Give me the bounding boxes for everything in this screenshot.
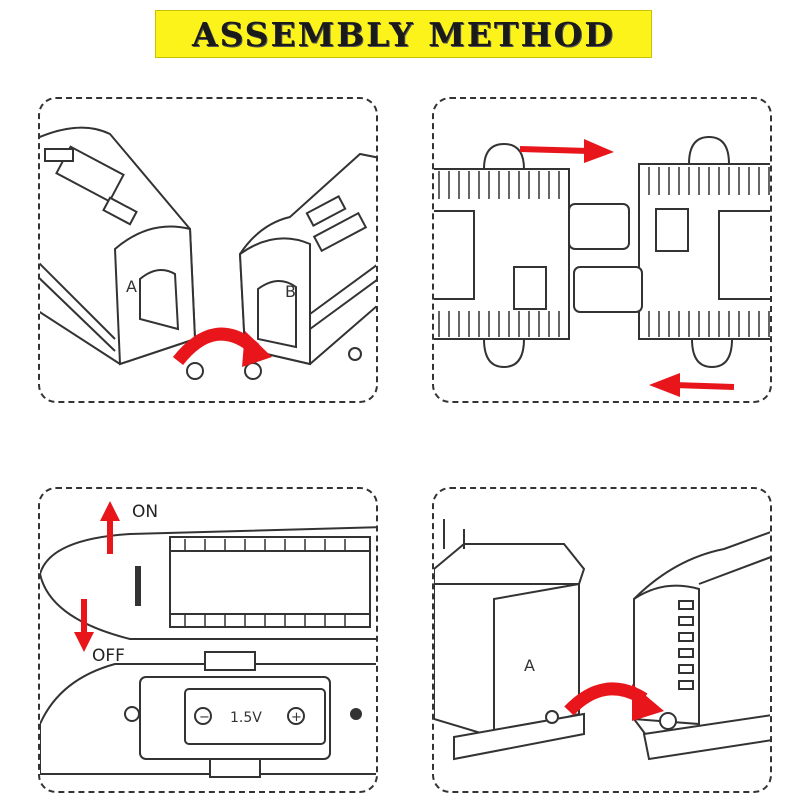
panel-slide-join — [432, 97, 772, 403]
attach-tender-illustration: A — [434, 519, 770, 761]
connect-cars-illustration: A B — [40, 126, 376, 380]
switch-icon — [135, 566, 141, 606]
straight-arrow-icon-left — [649, 373, 735, 397]
right-coupler-tab — [573, 266, 643, 313]
panel-connect-cars: A B — [38, 97, 378, 403]
straight-arrow-icon-right — [519, 139, 614, 163]
switch-on-label: ON — [132, 502, 158, 522]
carriage-windows — [678, 600, 694, 690]
screw-right — [350, 708, 362, 720]
plus-terminal-icon — [287, 707, 305, 725]
battery-voltage-label: 1.5V — [230, 710, 262, 726]
arrow-down-icon — [74, 599, 94, 652]
slide-join-illustration — [434, 135, 770, 397]
page-title: ASSEMBLY METHOD — [191, 14, 616, 54]
right-car-ribs — [648, 167, 770, 337]
tender-top — [434, 543, 586, 585]
arrow-up-icon — [100, 501, 120, 554]
screw-left — [124, 706, 140, 722]
car-b-label: B — [285, 282, 296, 301]
left-car-ribs — [438, 171, 560, 337]
left-coupler-tab — [568, 203, 630, 250]
carriage-coupler — [659, 712, 677, 730]
left-car-hatch — [513, 266, 547, 310]
svg-text:+: + — [291, 710, 302, 725]
panel-attach-tender: A — [432, 487, 772, 793]
switch-off-label: OFF — [92, 646, 125, 666]
tender-label: A — [524, 656, 535, 675]
svg-text:−: − — [199, 710, 210, 725]
curved-arrow-icon — [172, 327, 272, 367]
title-banner: ASSEMBLY METHOD — [155, 10, 652, 58]
car-a-coupler — [186, 362, 204, 380]
tender-chassis — [453, 712, 585, 761]
minus-terminal-icon — [194, 707, 212, 725]
grille-ribs — [184, 539, 346, 626]
right-car-hatch — [655, 208, 689, 252]
car-b-door — [257, 280, 297, 349]
panel-battery: − + 1.5V ON OFF — [38, 487, 378, 793]
battery-illustration: − + 1.5V ON OFF — [40, 501, 376, 778]
car-a-label: A — [126, 277, 137, 296]
battery-icon — [184, 688, 326, 745]
car-a-door — [139, 269, 180, 331]
curved-arrow-icon — [564, 682, 664, 721]
car-b-coupler — [244, 362, 262, 380]
